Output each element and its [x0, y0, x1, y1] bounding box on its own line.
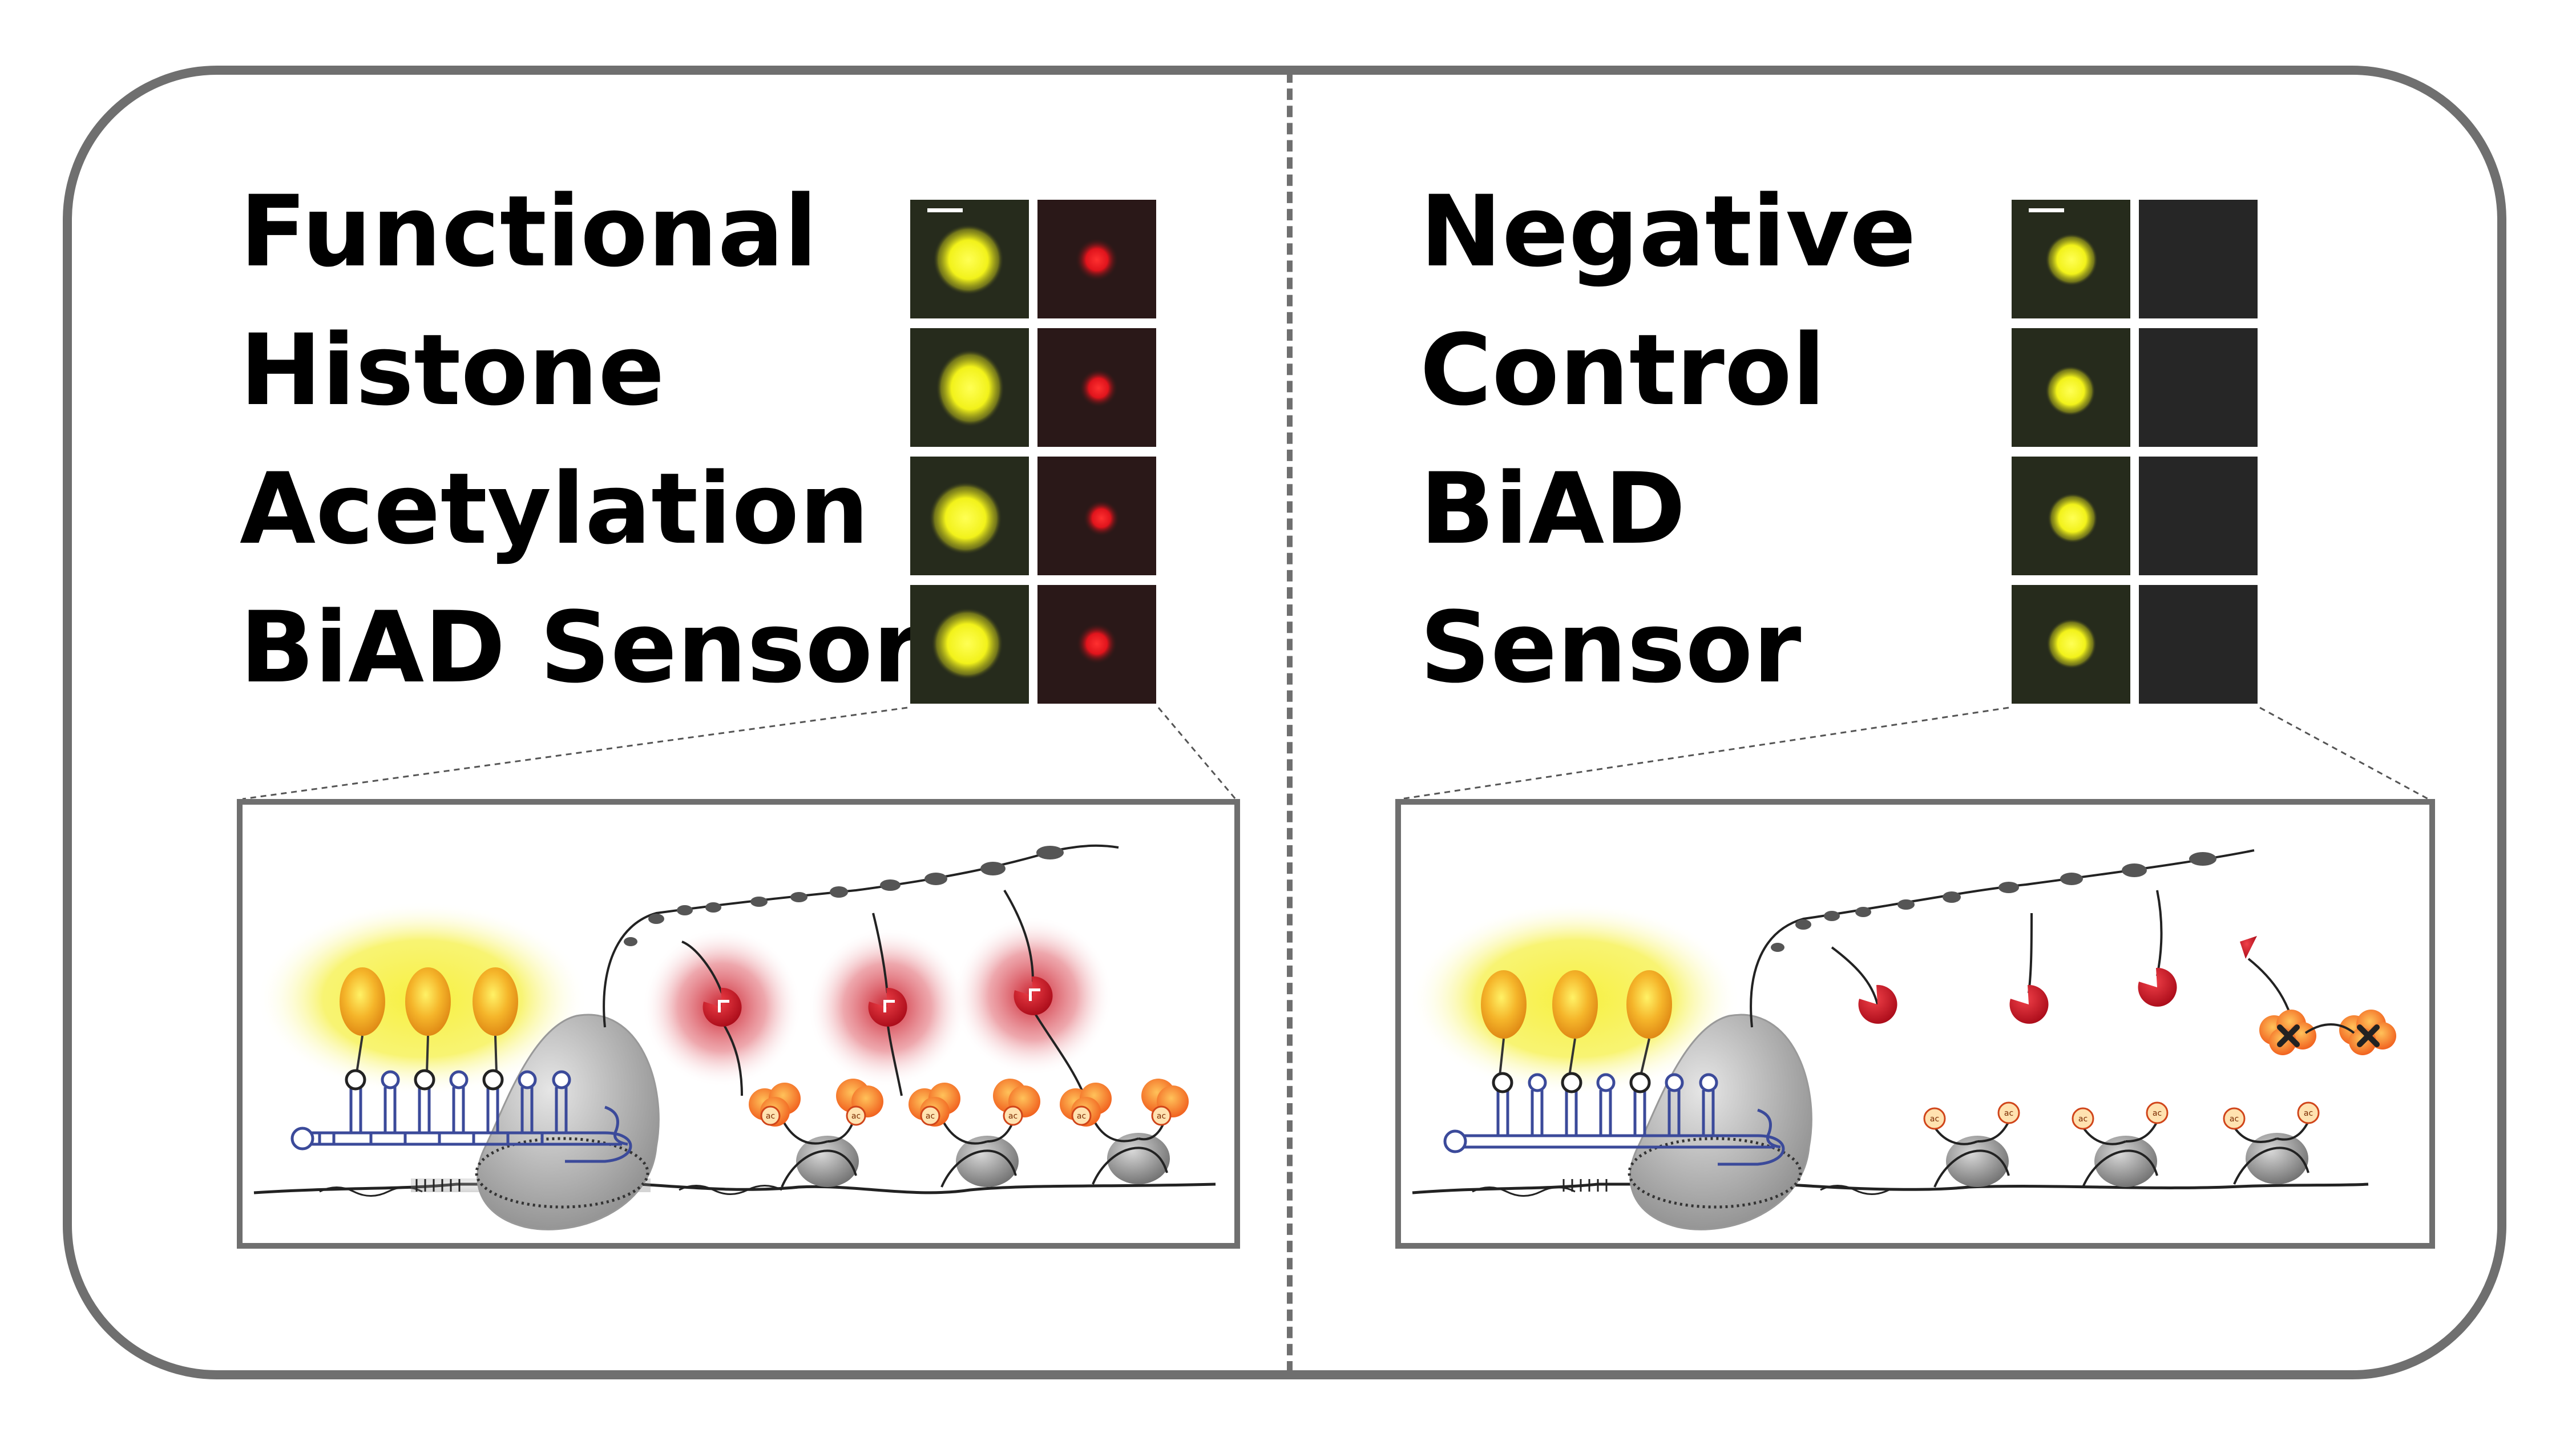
reader-protein: [1858, 936, 2257, 1024]
fluorophore-oval: [1626, 970, 1672, 1039]
nucleosome: [1946, 1133, 2308, 1187]
acetyl-label: ac: [1008, 1112, 1018, 1121]
acetyl-label: ac: [766, 1112, 775, 1121]
microscopy-tile: [2012, 585, 2130, 704]
left-detail-box: ac ac ac ac ac ac: [237, 799, 1240, 1249]
rna-hairpin: [1443, 1090, 1785, 1166]
acetyl-label: ac: [851, 1112, 861, 1121]
nucleosome: [796, 1133, 1170, 1187]
acetyl-label: ac: [2004, 1109, 2013, 1118]
microscopy-tile: [2012, 200, 2130, 318]
acetyl-label: ac: [1930, 1115, 1939, 1124]
center-dashed-divider: [1287, 71, 1293, 1373]
right-title-line-3: BiAD: [1420, 451, 1686, 566]
fluorophore-oval: [340, 967, 385, 1036]
acetyl-label: ac: [2078, 1115, 2088, 1124]
left-title-line-4: BiAD Sensor: [240, 590, 922, 705]
right-detail-box: ac ac ac ac ac ac: [1395, 799, 2435, 1249]
left-title-line-1: Functional: [240, 174, 818, 289]
right-title: Negative Control BiAD Sensor: [1420, 162, 1916, 717]
microscopy-tile: [2012, 328, 2130, 447]
fluorophore-oval: [405, 967, 451, 1036]
fluorophore-oval: [1481, 970, 1527, 1039]
microscopy-tile: [910, 328, 1029, 447]
polymerase-blob: [477, 1014, 660, 1230]
acetyl-label: ac: [2230, 1115, 2239, 1124]
microscopy-tile: [1037, 328, 1156, 447]
microscopy-tile: [2012, 457, 2130, 575]
acetyl-label: ac: [1157, 1112, 1166, 1121]
right-title-line-1: Negative: [1420, 174, 1916, 289]
microscopy-tile: [2139, 200, 2258, 318]
fluorophore-oval: [1552, 970, 1598, 1039]
microscopy-tile: [910, 585, 1029, 704]
x-mark: [2277, 1024, 2380, 1047]
acetyl-label: ac: [926, 1112, 935, 1121]
acetyl-label: ac: [2153, 1109, 2162, 1118]
right-title-line-4: Sensor: [1420, 590, 1802, 705]
microscopy-tile: [1037, 585, 1156, 704]
microscopy-tile: [1037, 200, 1156, 318]
microscopy-tile: [910, 200, 1029, 318]
microscopy-tile: [2139, 328, 2258, 447]
right-title-line-2: Control: [1420, 313, 1826, 427]
right-microscopy-grid: [2012, 200, 2258, 704]
polymerase-blob: [1629, 1014, 1812, 1230]
left-title-line-2: Histone: [240, 313, 665, 427]
microscopy-tile: [1037, 457, 1156, 575]
reader-protein: [702, 976, 1053, 1027]
acetyl-label: ac: [2304, 1109, 2313, 1118]
microscopy-tile: [910, 457, 1029, 575]
zoom-connector-lines: [242, 707, 2429, 800]
left-title: Functional Histone Acetylation BiAD Sens…: [240, 162, 921, 717]
microscopy-tile: [2139, 457, 2258, 575]
left-microscopy-grid: [910, 200, 1156, 704]
acetyl-label: ac: [1077, 1112, 1086, 1121]
microscopy-tile: [2139, 585, 2258, 704]
fluorophore-oval: [473, 967, 518, 1036]
dna-strand: [1412, 1182, 2369, 1194]
left-title-line-3: Acetylation: [240, 451, 869, 566]
